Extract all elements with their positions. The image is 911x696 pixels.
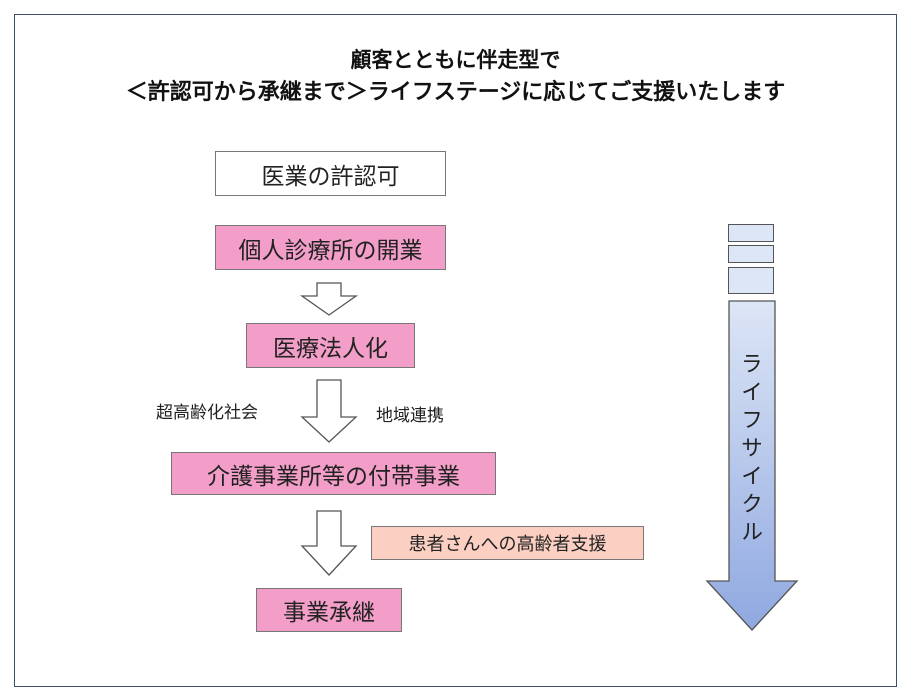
lifecycle-segment: [728, 245, 774, 263]
title-line-1: 顧客とともに伴走型で: [350, 48, 561, 72]
lifecycle-arrow-icon: [705, 300, 799, 631]
step-succession: 事業承継: [256, 588, 402, 632]
step-ancillary-business: 介護事業所等の付帯事業: [171, 452, 496, 495]
lifecycle-segment: [728, 224, 774, 242]
step-license: 医業の許認可: [215, 151, 446, 196]
title-line-2: ＜許認可から承継まで＞ライフステージに応じてご支援いたします: [125, 80, 786, 105]
step-incorporation: 医療法人化: [246, 323, 415, 368]
elderly-support-box: 患者さんへの高齢者支援: [371, 526, 644, 560]
step-clinic-opening: 個人診療所の開業: [215, 225, 446, 270]
lifecycle-label: ライフサイクル: [737, 352, 762, 548]
down-arrow-icon: [300, 379, 358, 443]
down-arrow-icon: [299, 282, 359, 316]
lifecycle-segment: [728, 267, 774, 294]
regional-cooperation-label: 地域連携: [376, 406, 444, 426]
down-arrow-icon: [300, 510, 358, 576]
aging-society-label: 超高齢化社会: [156, 403, 258, 423]
